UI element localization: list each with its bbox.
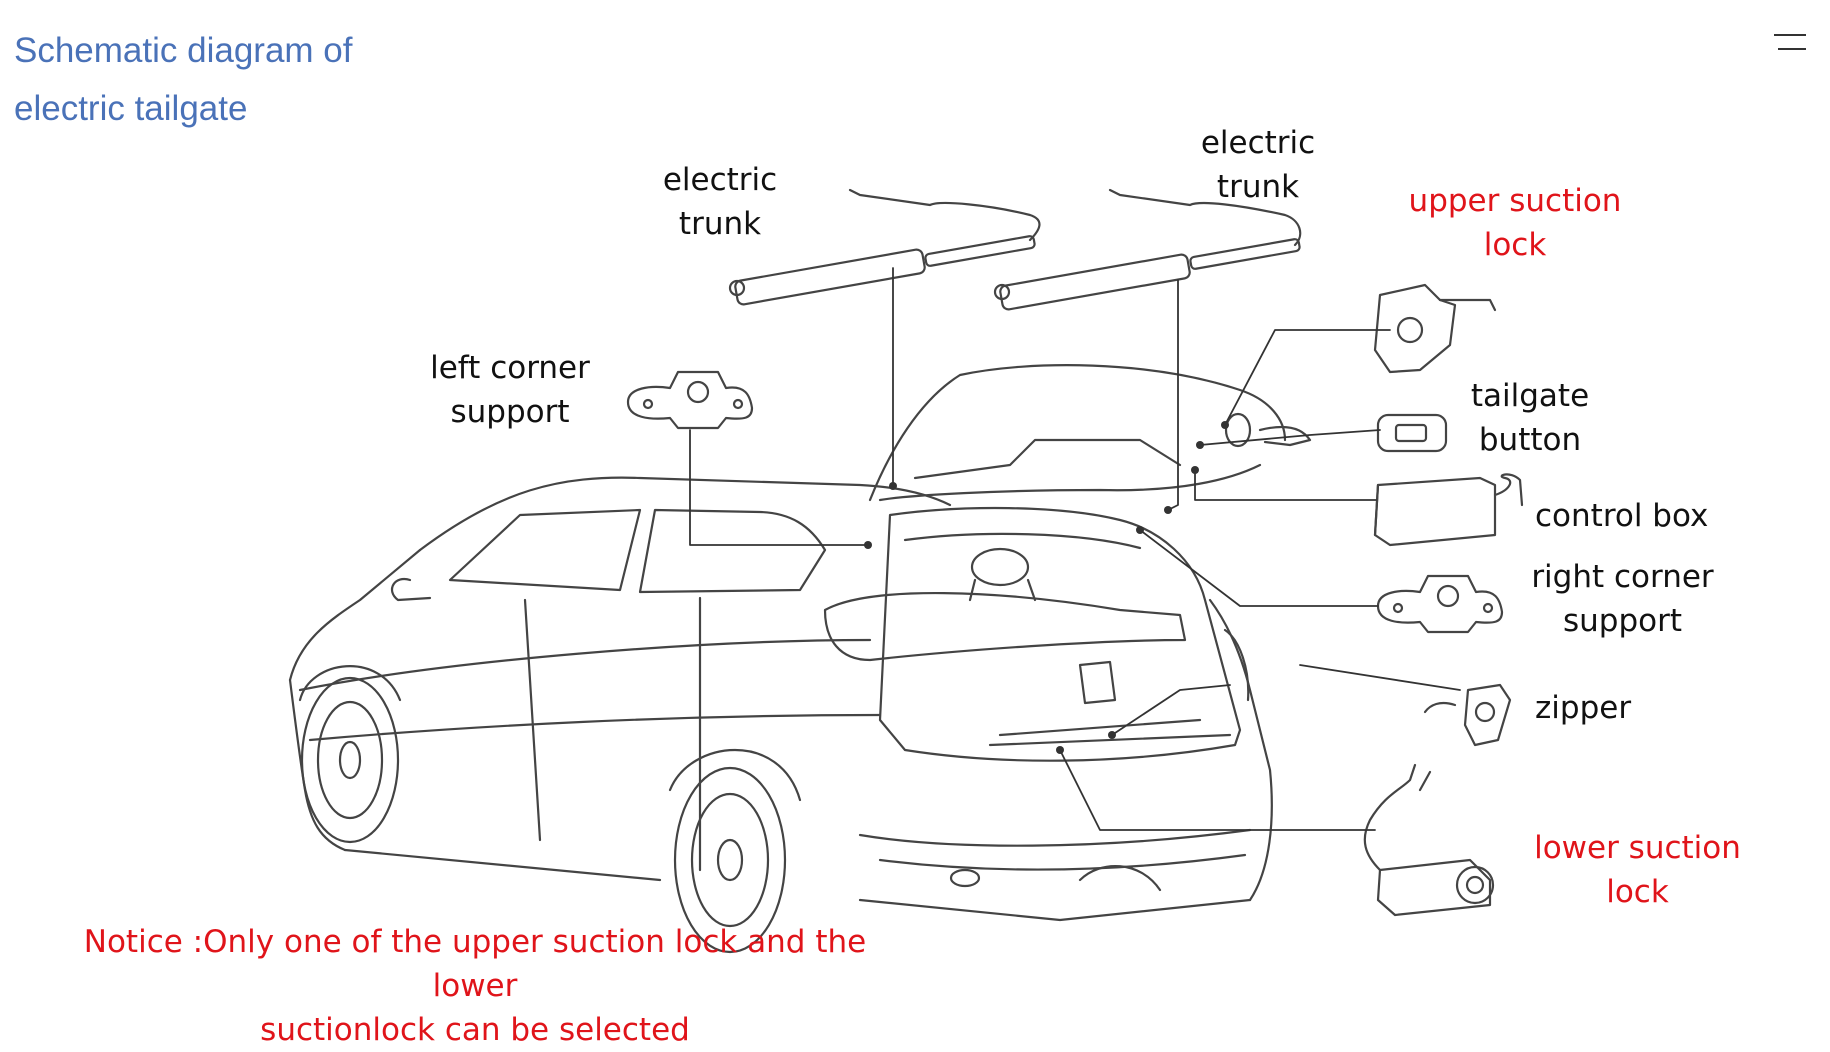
leader-dots [864,421,1229,754]
label-left-corner-support-line-1: left corner [430,350,590,386]
label-electric-trunk-left-line-1: electric [662,162,778,198]
label-tailgate-button-line-1: tailgate [1470,378,1590,414]
label-upper-suction-lock-line-1: upper suction [1408,183,1622,219]
label-electric-trunk-right-line-1: electric [1200,125,1316,161]
label-lower-suction-lock-line-2: lock [1606,874,1669,910]
label-tailgate-button: tailgate button [1460,374,1600,462]
electric-strut-right [993,188,1302,311]
lower-suction-lock-part [1363,763,1495,917]
label-left-corner-support-line-2: support [450,394,570,430]
page-title-line-2: electric tailgate [14,89,248,128]
upper-suction-lock-part [1373,283,1497,374]
notice-text-line-1: Notice :Only one of the upper suction lo… [83,924,867,1004]
tailgate-button-part [1376,413,1448,453]
hamburger-menu-icon[interactable] [1770,34,1806,56]
control-box-part [1373,473,1524,547]
label-electric-trunk-right-line-2: trunk [1216,169,1300,205]
label-right-corner-support: right corner support [1520,555,1725,643]
label-upper-suction-lock-line-2: lock [1483,227,1547,263]
label-right-corner-support-line-2: support [1562,603,1683,639]
label-tailgate-button-line-2: button [1478,422,1582,458]
left-corner-support-part [626,370,754,430]
car-outline [288,364,1312,954]
label-electric-trunk-left-line-2: trunk [678,206,762,242]
page-title-line-1: Schematic diagram of [14,31,353,70]
label-electric-trunk-left: electric trunk [645,158,795,246]
right-corner-support-part [1376,574,1504,634]
label-upper-suction-lock: upper suction lock [1395,179,1635,267]
label-left-corner-support: left corner support [410,346,610,434]
electric-strut-left [728,188,1041,306]
leader-lines [689,267,1461,831]
label-lower-suction-lock: lower suction lock [1525,826,1750,914]
label-control-box: control box [1535,498,1709,534]
tailgate-diagram [288,188,1524,954]
label-zipper: zipper [1535,690,1632,726]
label-right-corner-support-line-1: right corner [1531,559,1714,595]
notice-text-line-2: suctionlock can be selected [260,1012,690,1048]
notice-text: Notice :Only one of the upper suction lo… [40,920,910,1052]
zipper-part [1423,683,1512,747]
page-title: Schematic diagram of electric tailgate [14,22,434,138]
label-lower-suction-lock-line-1: lower suction [1534,830,1741,866]
label-electric-trunk-right: electric trunk [1183,121,1333,209]
